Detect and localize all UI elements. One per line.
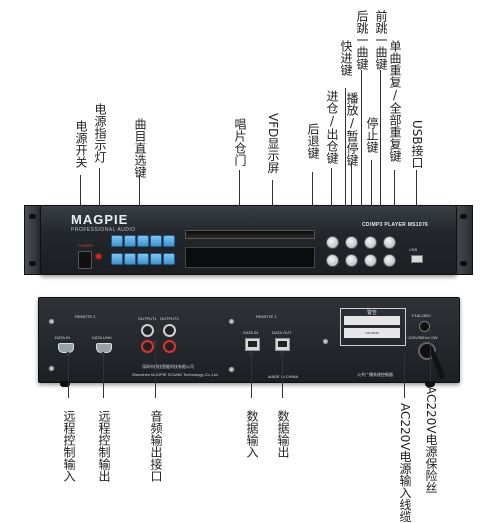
output1-left-jack[interactable]: [141, 324, 154, 337]
label-stop-key: 停止键: [365, 117, 379, 153]
output2-text: OUTPUT2: [160, 316, 179, 321]
output2-right-jack[interactable]: [163, 340, 176, 353]
system-name-text: 公共广播系统控制器: [357, 372, 393, 377]
data-input-port[interactable]: [245, 338, 260, 351]
next-track-key[interactable]: [364, 254, 377, 267]
repeat-key[interactable]: [383, 254, 396, 267]
data-output-port[interactable]: [275, 338, 290, 351]
usb-text: USB: [409, 247, 418, 252]
label-data-input: 数据输入: [245, 410, 259, 458]
vfd-display: [185, 247, 315, 268]
remote1-text: REMOTE 1: [256, 314, 277, 319]
track-key-7[interactable]: [124, 253, 136, 265]
output1-text: OUTPUT1: [138, 316, 157, 321]
rack-ear-right: [455, 205, 473, 275]
track-key-1[interactable]: [111, 235, 123, 247]
label-ac-cable: AC220V电源输入线缆: [398, 403, 412, 523]
label-play-pause-key: 播放/暂停键: [345, 92, 359, 166]
warning-title: 警告: [367, 310, 378, 316]
label-audio-output: 音频输出接口: [149, 410, 163, 482]
label-next-track-key: 前跳一曲键: [374, 10, 388, 70]
track-key-8[interactable]: [137, 253, 149, 265]
label-tray-key: 进仓/出仓键: [325, 90, 339, 164]
label-prev-track-key: 后跳一曲键: [355, 10, 369, 70]
brand-subtitle: PROFESSIONAL AUDIO: [71, 227, 136, 233]
data-in2-text: DATA IN: [243, 330, 258, 335]
label-power-switch: 电源开关: [74, 120, 88, 168]
usb-port[interactable]: [411, 255, 423, 263]
stop-key[interactable]: [345, 254, 358, 267]
brand-logo: MAGPIE: [71, 212, 129, 227]
track-key-5[interactable]: [163, 235, 175, 247]
data-out-text: DATA OUT: [272, 330, 292, 335]
label-rewind-key: 后退键: [306, 123, 320, 159]
play-pause-key[interactable]: [383, 236, 396, 249]
label-data-output: 数据输出: [276, 410, 290, 458]
label-ac-fuse: AC220V电源保险丝: [424, 386, 438, 494]
power-indicator-led: [96, 254, 101, 259]
company-en-text: Shenzhen MAGPIE SOUND Technology Co.,Ltd…: [132, 372, 219, 377]
label-repeat-key: 单曲重复/全部重复键: [388, 40, 402, 162]
fuse-rating-text: F1AL250V: [412, 313, 431, 318]
rewind-key[interactable]: [326, 236, 339, 249]
company-cn-text: 深圳市鹊佳智能科技有限公司: [142, 364, 194, 369]
caution-block: CAUTION: [344, 328, 400, 338]
label-usb-port: USB接口: [410, 120, 424, 169]
ac-fuse-holder[interactable]: [419, 321, 430, 332]
power-rating-text: ~220V/50Hz/20W: [406, 335, 438, 340]
tray-key[interactable]: [345, 236, 358, 249]
track-key-4[interactable]: [150, 235, 162, 247]
warning-block: [344, 316, 400, 325]
label-fast-forward-key: 快进键: [339, 40, 353, 76]
remote2-text: REMOTE 2: [75, 314, 96, 319]
prev-track-key[interactable]: [326, 254, 339, 267]
data-link-text: DATA LINK: [92, 335, 112, 340]
label-vfd-display: VFD显示屏: [266, 113, 280, 174]
label-power-indicator: 电源指示灯: [93, 103, 107, 163]
output2-left-jack[interactable]: [163, 324, 176, 337]
made-in-text: MADE IN CHINA: [268, 374, 299, 379]
label-remote-output: 远程控制输出: [97, 410, 111, 482]
label-track-select-keys: 曲目直选键: [133, 118, 147, 178]
output1-right-jack[interactable]: [141, 340, 154, 353]
track-key-2[interactable]: [124, 235, 136, 247]
power-text: POWER: [78, 243, 94, 248]
power-switch[interactable]: [78, 251, 92, 269]
track-key-3[interactable]: [137, 235, 149, 247]
fast-forward-key[interactable]: [364, 236, 377, 249]
label-disc-tray: 唱片仓门: [233, 118, 247, 166]
track-key-6[interactable]: [111, 253, 123, 265]
warning-panel: [340, 308, 406, 346]
disc-tray-slot[interactable]: [185, 230, 315, 239]
model-text: CD/MP3 PLAYER MS1076: [362, 222, 429, 228]
track-key-9[interactable]: [150, 253, 162, 265]
label-remote-input: 远程控制输入: [62, 410, 76, 482]
data-in-text: DATA IN: [55, 335, 70, 340]
track-key-10[interactable]: [163, 253, 175, 265]
